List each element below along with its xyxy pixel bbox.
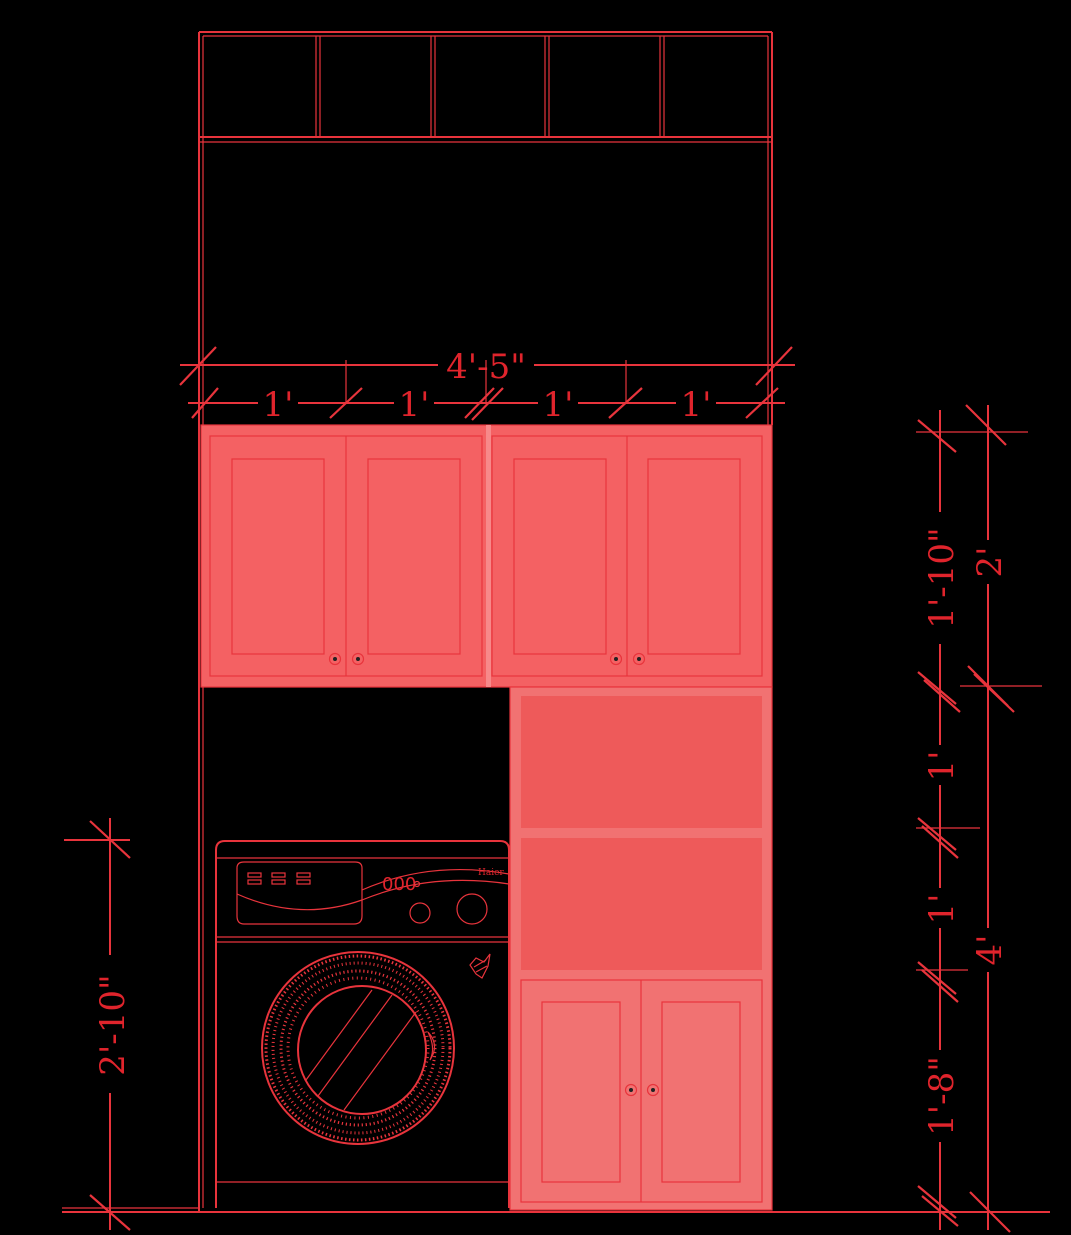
dial-label: 000 bbox=[382, 874, 416, 895]
washer-height-dimension: 2'-10" bbox=[64, 818, 133, 1231]
tall-total-label: 4' bbox=[970, 935, 1010, 966]
right-inner-dimensions: 1'-10" 1' 1' 1'-8" bbox=[916, 410, 1028, 1230]
segment-label-3: 1' bbox=[543, 385, 574, 425]
clothes-care-icon bbox=[469, 953, 491, 979]
upper-cabinet-right bbox=[491, 435, 763, 677]
washing-machine: 000 Haier bbox=[215, 840, 510, 1208]
segment-dimensions: 1' 1' 1' 1' bbox=[188, 360, 785, 425]
control-panel: 000 Haier bbox=[236, 861, 510, 925]
open-shelf-1 bbox=[521, 696, 762, 828]
upper-cabinet-height-label: 1'-10" bbox=[922, 527, 962, 628]
knob bbox=[328, 652, 342, 666]
room-outline bbox=[62, 31, 1050, 1213]
knob bbox=[624, 1083, 638, 1097]
knob bbox=[632, 652, 646, 666]
tall-cabinet bbox=[509, 686, 773, 1211]
base-cabinet bbox=[520, 979, 763, 1203]
shelf-1-height-label: 1' bbox=[922, 751, 962, 782]
washer-door bbox=[261, 951, 455, 1145]
brand-label: Haier bbox=[478, 868, 504, 878]
top-storage-cubbies bbox=[199, 36, 772, 143]
upper-cabinets bbox=[200, 424, 773, 688]
segment-label-2: 1' bbox=[399, 385, 430, 425]
washer-height-label: 2'-10" bbox=[93, 974, 133, 1075]
upper-total-label: 2' bbox=[970, 547, 1010, 578]
knob bbox=[351, 652, 365, 666]
knob bbox=[646, 1083, 660, 1097]
segment-label-4: 1' bbox=[681, 385, 712, 425]
right-outer-dimensions: 2' 4' bbox=[960, 404, 1042, 1233]
open-shelf-2 bbox=[521, 838, 762, 970]
shelf-2-height-label: 1' bbox=[922, 894, 962, 925]
knob bbox=[609, 652, 623, 666]
upper-cabinet-left bbox=[209, 435, 483, 677]
segment-label-1: 1' bbox=[263, 385, 294, 425]
base-cabinet-height-label: 1'-8" bbox=[922, 1056, 962, 1136]
